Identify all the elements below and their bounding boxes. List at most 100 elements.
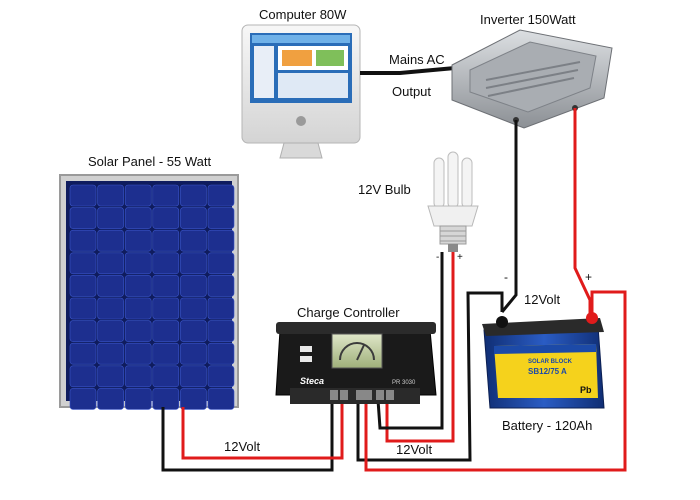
solar-panel <box>59 174 239 410</box>
solar-cell <box>124 252 152 275</box>
solar-cell <box>124 297 152 320</box>
inverter <box>451 29 613 129</box>
solar-panel-label: Solar Panel - 55 Watt <box>88 154 212 169</box>
plus-sign-label: + <box>585 270 593 284</box>
solar-cell <box>207 184 235 207</box>
wire-panel-positive <box>181 400 344 460</box>
solar-cell <box>207 365 235 388</box>
solar-cell <box>97 207 124 229</box>
solar-cell <box>97 252 124 275</box>
solar-cell <box>124 365 152 388</box>
solar-cell <box>69 229 97 252</box>
solar-cell <box>69 252 97 275</box>
battery-model: SB12/75 A <box>528 367 567 376</box>
solar-cell <box>207 275 235 297</box>
solar-cell <box>97 229 124 252</box>
solar-cells <box>69 184 235 410</box>
mains-ac-cable <box>360 66 456 75</box>
battery-label <box>494 344 598 398</box>
cfl-bulb <box>427 151 479 252</box>
wire-inverter-negative <box>500 120 518 313</box>
minus-sign-label: - <box>504 270 508 284</box>
battery-negative-terminal <box>496 316 508 328</box>
solar-cell <box>152 388 180 410</box>
solar-cell <box>69 365 97 388</box>
solar-cell <box>207 297 235 320</box>
solar-cell <box>97 388 124 410</box>
solar-cell <box>207 320 235 342</box>
solar-cell <box>180 252 207 275</box>
battery-label-text: Battery - 120Ah <box>502 418 593 433</box>
wire-battery-negative <box>356 291 504 462</box>
solar-cell <box>69 297 97 320</box>
bulb-label: 12V Bulb <box>358 182 411 197</box>
solar-cell <box>152 297 180 320</box>
apple-logo-icon <box>296 116 306 126</box>
battery-positive-terminal <box>586 312 598 324</box>
solar-cell <box>180 365 207 388</box>
inverter-label: Inverter 150Watt <box>480 12 576 27</box>
wire-bulb-positive <box>385 252 455 443</box>
solar-cell <box>152 207 180 229</box>
solar-cell <box>124 207 152 229</box>
solar-cell <box>152 184 180 207</box>
solar-cell <box>124 388 152 410</box>
solar-cell <box>124 320 152 342</box>
computer-label: Computer 80W <box>259 7 347 22</box>
controller-display <box>331 333 383 369</box>
solar-cell <box>152 320 180 342</box>
solar-cell <box>180 320 207 342</box>
charge-controller: Steca PR 3030 <box>275 322 437 404</box>
solar-cell <box>180 184 207 207</box>
battery-pb: Pb <box>580 385 592 395</box>
solar-cell <box>69 207 97 229</box>
mains-ac-label: Mains AC <box>389 52 445 67</box>
battery: SOLAR BLOCK SB12/75 A Pb <box>482 312 605 409</box>
solar-cell <box>180 275 207 297</box>
battery-brand: SOLAR BLOCK <box>528 359 573 365</box>
solar-cell <box>207 388 235 410</box>
wiring <box>161 108 627 472</box>
solar-cell <box>97 342 124 365</box>
solar-cell <box>124 275 152 297</box>
solar-cell <box>97 184 124 207</box>
controller-voltage-label: 12Volt <box>396 442 433 457</box>
solar-cell <box>180 342 207 365</box>
battery-voltage-label: 12Volt <box>524 292 561 307</box>
solar-cell <box>124 229 152 252</box>
wire-battery-positive <box>364 290 627 472</box>
solar-cell <box>124 342 152 365</box>
computer-monitor <box>241 24 361 159</box>
solar-cell <box>152 365 180 388</box>
wire-inverter-positive <box>573 108 592 318</box>
solar-cell <box>207 342 235 365</box>
controller-model: PR 3030 <box>392 380 416 386</box>
output-label: Output <box>392 84 432 99</box>
solar-cell <box>180 207 207 229</box>
monitor-stand <box>279 142 323 159</box>
solar-cell <box>180 229 207 252</box>
wire-bulb-negative <box>376 252 444 430</box>
solar-cell <box>207 252 235 275</box>
solar-cell <box>97 320 124 342</box>
controller-brand: Steca <box>300 376 324 386</box>
solar-cell <box>152 342 180 365</box>
solar-cell <box>69 388 97 410</box>
solar-cell <box>69 275 97 297</box>
panel-voltage-label: 12Volt <box>224 439 261 454</box>
solar-cell <box>207 229 235 252</box>
solar-cell <box>180 297 207 320</box>
solar-cell <box>97 275 124 297</box>
solar-cell <box>97 365 124 388</box>
solar-cell <box>180 388 207 410</box>
bulb-plus-label: + <box>457 252 463 263</box>
wire-panel-negative <box>161 400 334 472</box>
solar-cell <box>152 252 180 275</box>
solar-cell <box>152 229 180 252</box>
solar-cell <box>207 207 235 229</box>
solar-cell <box>152 275 180 297</box>
charge-controller-label: Charge Controller <box>297 305 400 320</box>
solar-cell <box>97 297 124 320</box>
solar-cell <box>124 184 152 207</box>
